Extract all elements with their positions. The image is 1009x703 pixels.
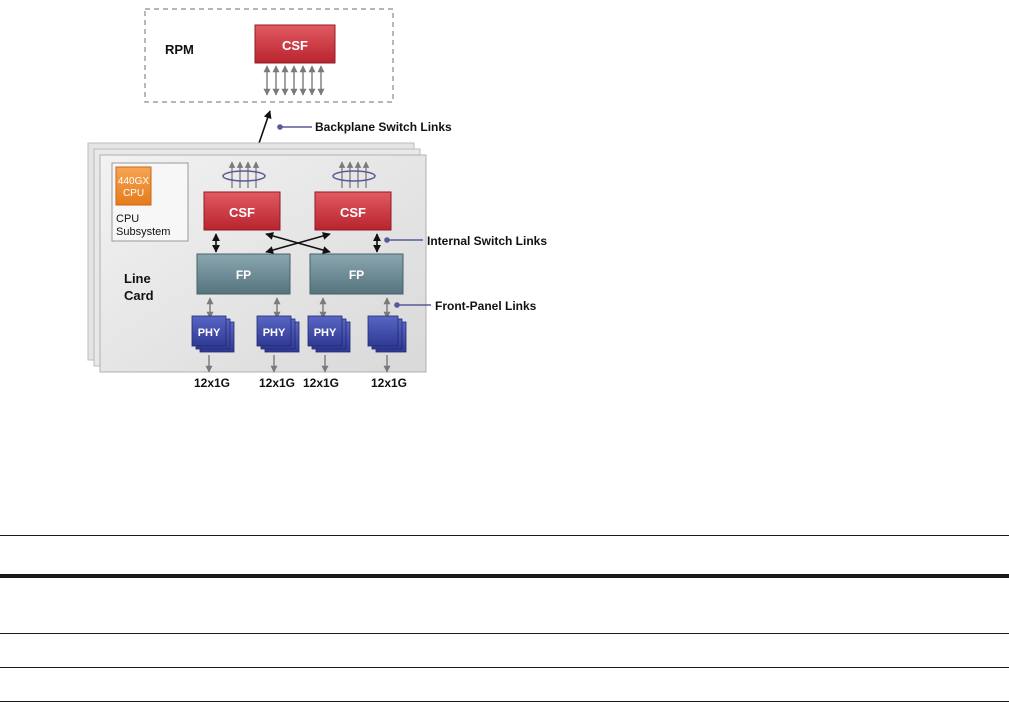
phy-stack-3: PHY [307, 315, 351, 353]
table-rule-row-1 [0, 633, 1009, 634]
table-rule-top [0, 535, 1009, 536]
rpm-csf-links [263, 65, 325, 96]
backplane-callout-dot [277, 124, 283, 130]
backplane-bundle-right [332, 161, 376, 188]
phy-stack-1: PHY [191, 315, 235, 353]
line-card-csf-left [203, 191, 281, 231]
front-panel-callout-dot [394, 302, 400, 308]
backplane-bundle-left [222, 161, 266, 188]
fp-right [309, 253, 404, 295]
port-label-2: 12x1G [259, 376, 295, 390]
line-card-label-line2: Card [124, 288, 154, 303]
internal-callout-label: Internal Switch Links [427, 234, 547, 248]
port-links [205, 355, 391, 373]
internal-callout-dot [384, 237, 390, 243]
table-rule-row-2 [0, 667, 1009, 668]
line-card-csf-right-label: CSF [340, 205, 366, 220]
fp-left-label: FP [236, 268, 251, 282]
line-card-csf-right [314, 191, 392, 231]
cpu-chip [115, 166, 152, 206]
phy-2-label: PHY [263, 327, 286, 339]
line-card-label-line1: Line [124, 271, 151, 286]
phy-stack-2: PHY [256, 315, 300, 353]
backplane-callout-label: Backplane Switch Links [315, 120, 452, 134]
port-label-4: 12x1G [371, 376, 407, 390]
front-panel-links [206, 297, 391, 319]
port-label-3: 12x1G [303, 376, 339, 390]
cpu-chip-label-line1: 440GX [118, 176, 149, 187]
front-panel-callout-label: Front-Panel Links [435, 299, 537, 313]
rpm-csf-label: CSF [282, 38, 308, 53]
table-rule-row-3 [0, 701, 1009, 702]
phy-3-label: PHY [314, 327, 337, 339]
internal-switch-links [212, 232, 381, 254]
rpm-label: RPM [165, 42, 194, 57]
phy-1-label: PHY [198, 327, 221, 339]
rpm-csf-block [254, 24, 336, 64]
cpu-subsystem-label-line2: Subsystem [116, 226, 170, 238]
fp-left [196, 253, 291, 295]
cpu-chip-label-line2: CPU [123, 188, 144, 199]
table-rule-header [0, 574, 1009, 578]
phy-stack-4 [367, 315, 407, 353]
line-card-csf-left-label: CSF [229, 205, 255, 220]
fp-right-label: FP [349, 268, 364, 282]
cpu-subsystem-label-line1: CPU [116, 213, 139, 225]
port-label-1: 12x1G [194, 376, 230, 390]
